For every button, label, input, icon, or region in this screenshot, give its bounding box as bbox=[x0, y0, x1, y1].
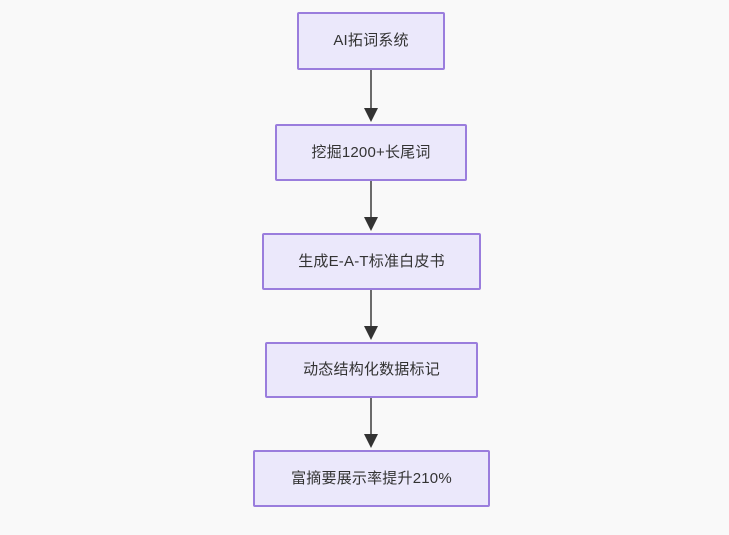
flow-node-mine-longtail-keywords[interactable]: 挖掘1200+长尾词 bbox=[275, 124, 467, 181]
arrowhead-icon bbox=[364, 326, 378, 340]
arrowhead-icon bbox=[364, 108, 378, 122]
flow-node-rich-snippet-rate-increase[interactable]: 富摘要展示率提升210% bbox=[253, 450, 490, 507]
flow-node-ai-keyword-system[interactable]: AI拓词系统 bbox=[297, 12, 445, 70]
flow-node-label: 动态结构化数据标记 bbox=[303, 361, 440, 378]
flow-node-generate-eat-whitepaper[interactable]: 生成E-A-T标准白皮书 bbox=[262, 233, 481, 290]
flow-node-dynamic-structured-data-markup[interactable]: 动态结构化数据标记 bbox=[265, 342, 478, 398]
flow-node-label: 富摘要展示率提升210% bbox=[291, 469, 452, 487]
arrowhead-icon bbox=[364, 434, 378, 448]
flow-node-label: 挖掘1200+长尾词 bbox=[311, 143, 431, 161]
arrowhead-icon bbox=[364, 217, 378, 231]
flow-node-label: 生成E-A-T标准白皮书 bbox=[298, 252, 445, 270]
flow-node-label: AI拓词系统 bbox=[333, 32, 409, 49]
